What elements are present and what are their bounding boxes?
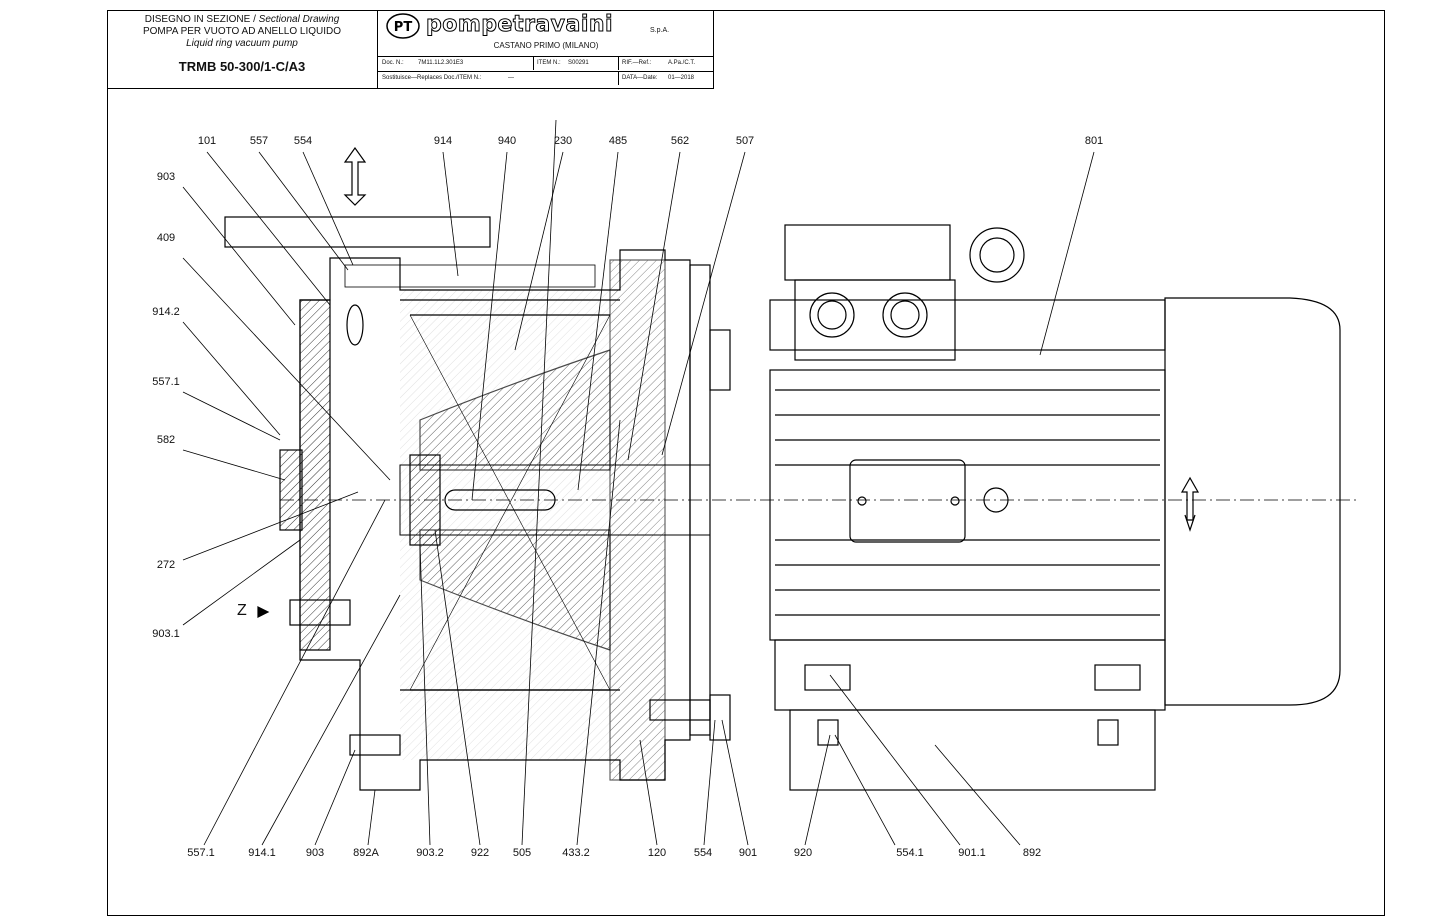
part-label-433-2: 433.2 xyxy=(562,847,590,859)
part-label-582: 582 xyxy=(156,434,176,446)
part-label-903: 903 xyxy=(305,847,325,859)
title-sep: / xyxy=(250,14,259,25)
company-block: PT pompetravaini S.p.A. CASTANO PRIMO (M… xyxy=(378,10,714,89)
date-label: DATA—Date: xyxy=(622,75,658,81)
part-label-922: 922 xyxy=(470,847,490,859)
drawing-frame xyxy=(107,10,1385,916)
rif-label: RIF.—Ref.: xyxy=(622,60,652,66)
part-label-914-1: 914.1 xyxy=(248,847,276,859)
item-label: ITEM N.: xyxy=(537,60,561,66)
title-line-1: DISEGNO IN SEZIONE / Sectional Drawing xyxy=(107,14,377,26)
company-logo-icon: PT xyxy=(386,13,420,39)
part-label-554: 554 xyxy=(293,135,313,147)
title-block: DISEGNO IN SEZIONE / Sectional Drawing P… xyxy=(107,10,378,89)
part-label-920: 920 xyxy=(793,847,813,859)
part-label-557: 557 xyxy=(249,135,269,147)
svg-text:PT: PT xyxy=(394,20,413,35)
title-line-2: POMPA PER VUOTO AD ANELLO LIQUIDO xyxy=(142,26,342,37)
doc-label: Doc. N.: xyxy=(382,60,404,66)
title-line-3: Liquid ring vacuum pump xyxy=(186,38,298,49)
rif-value: A.Pa./C.T. xyxy=(668,60,696,66)
meta-row-1: Doc. N.: 7M11.1L2.301E3 ITEM N.: S00291 … xyxy=(378,56,714,70)
part-label-801: 801 xyxy=(1084,135,1104,147)
part-label-901: 901 xyxy=(738,847,758,859)
part-label-557-1: 557.1 xyxy=(187,847,215,859)
part-label-554: 554 xyxy=(693,847,713,859)
part-label-914: 914 xyxy=(433,135,453,147)
model-number: TRMB 50-300/1-C/A3 xyxy=(178,59,306,74)
part-label-507: 507 xyxy=(735,135,755,147)
part-label-120: 120 xyxy=(647,847,667,859)
part-label-485: 485 xyxy=(608,135,628,147)
part-label-914-2: 914.2 xyxy=(152,306,180,318)
item-value: S00291 xyxy=(568,60,589,66)
part-label-903-2: 903.2 xyxy=(416,847,444,859)
replaces-label: Sostituisce—Replaces Doc./ITEM N.: xyxy=(382,75,482,81)
company-suffix: S.p.A. xyxy=(650,27,670,34)
company-name: pompetravaini xyxy=(425,12,614,38)
part-label-272: 272 xyxy=(156,559,176,571)
doc-value: 7M11.1L2.301E3 xyxy=(418,60,464,66)
part-label-554-1: 554.1 xyxy=(896,847,924,859)
title-it: DISEGNO IN SEZIONE xyxy=(144,14,251,25)
part-label-557-1: 557.1 xyxy=(152,376,180,388)
part-label-505: 505 xyxy=(512,847,532,859)
part-label-892: 892 xyxy=(1022,847,1042,859)
part-label-940: 940 xyxy=(497,135,517,147)
date-value: 01—2018 xyxy=(668,75,695,81)
meta-row-2: Sostituisce—Replaces Doc./ITEM N.: — DAT… xyxy=(378,71,714,85)
part-label-409: 409 xyxy=(156,232,176,244)
replaces-value: — xyxy=(508,75,514,81)
company-city: CASTANO PRIMO (MILANO) xyxy=(493,41,599,50)
part-label-101: 101 xyxy=(197,135,217,147)
part-label-903-1: 903.1 xyxy=(152,628,180,640)
part-label-562: 562 xyxy=(670,135,690,147)
z-view-label: Z xyxy=(237,602,247,619)
part-label-901-1: 901.1 xyxy=(958,847,986,859)
part-label-230: 230 xyxy=(553,135,573,147)
part-label-892A: 892A xyxy=(353,847,379,859)
title-en: Sectional Drawing xyxy=(258,14,340,25)
part-label-903: 903 xyxy=(156,171,176,183)
